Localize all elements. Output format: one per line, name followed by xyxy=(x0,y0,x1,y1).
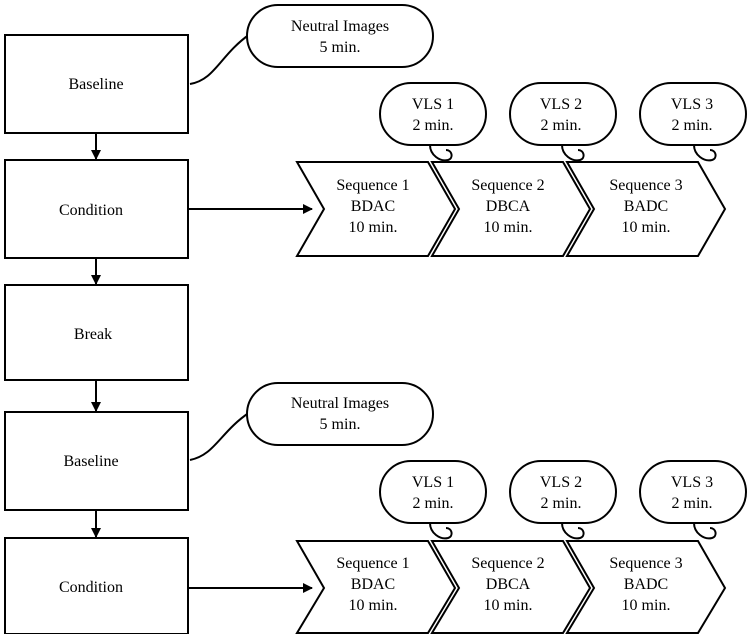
sequence-chevron-4: Sequence 1 BDAC 10 min. xyxy=(295,540,457,634)
bubble-tail xyxy=(561,144,585,162)
sequence-order: BADC xyxy=(624,198,668,215)
step-label: Baseline xyxy=(68,76,123,93)
vls-duration: 2 min. xyxy=(541,495,582,512)
vls-label: VLS 3 xyxy=(671,474,713,491)
vls-bubble-shape xyxy=(379,460,487,524)
vls-bubble-1: VLS 1 2 min. xyxy=(379,82,487,162)
step-condition-2: Condition xyxy=(4,537,189,634)
sequence-order: BDAC xyxy=(351,198,395,215)
step-box xyxy=(4,159,189,259)
sequence-order: BDAC xyxy=(351,576,395,593)
callout-bubble xyxy=(246,4,434,68)
step-condition-1: Condition xyxy=(4,159,189,259)
sequence-order: BADC xyxy=(624,576,668,593)
vls-duration: 2 min. xyxy=(672,117,713,134)
callout-connector xyxy=(189,33,251,85)
vls-bubble-2: VLS 2 2 min. xyxy=(509,82,617,162)
step-box xyxy=(4,284,189,381)
callout-line-1: Neutral Images xyxy=(291,395,389,412)
chevron-shape xyxy=(430,540,592,634)
vls-label: VLS 1 xyxy=(412,96,454,113)
sequence-chevron-6: Sequence 3 BADC 10 min. xyxy=(565,540,727,634)
callout-connector xyxy=(189,411,251,461)
callout-bubble xyxy=(246,382,434,446)
sequence-title: Sequence 1 xyxy=(336,177,409,194)
vls-duration: 2 min. xyxy=(413,117,454,134)
step-baseline-1: Baseline xyxy=(4,34,189,134)
sequence-title: Sequence 2 xyxy=(471,555,544,572)
callout-line-1: Neutral Images xyxy=(291,18,389,35)
vls-bubble-shape xyxy=(509,460,617,524)
vls-bubble-3: VLS 3 2 min. xyxy=(639,82,747,162)
sequence-duration: 10 min. xyxy=(349,597,398,614)
sequence-chevron-3: Sequence 3 BADC 10 min. xyxy=(565,161,727,257)
vls-duration: 2 min. xyxy=(541,117,582,134)
sequence-duration: 10 min. xyxy=(484,597,533,614)
callout-line-2: 5 min. xyxy=(320,39,361,56)
bubble-tail xyxy=(693,144,717,162)
bubble-tail xyxy=(429,522,453,540)
sequence-duration: 10 min. xyxy=(622,597,671,614)
sequence-order: DBCA xyxy=(486,576,531,593)
vls-duration: 2 min. xyxy=(413,495,454,512)
vls-label: VLS 3 xyxy=(671,96,713,113)
step-label: Condition xyxy=(59,202,123,219)
neutral-images-callout-2: Neutral Images 5 min. xyxy=(189,382,434,461)
sequence-duration: 10 min. xyxy=(349,219,398,236)
chevron-shape xyxy=(295,161,457,257)
step-box xyxy=(4,537,189,634)
sequence-chevron-1: Sequence 1 BDAC 10 min. xyxy=(295,161,457,257)
sequence-title: Sequence 3 xyxy=(609,177,682,194)
sequence-title: Sequence 2 xyxy=(471,177,544,194)
sequence-chevron-5: Sequence 2 DBCA 10 min. xyxy=(430,540,592,634)
step-baseline-2: Baseline xyxy=(4,411,189,511)
step-box xyxy=(4,411,189,511)
bubble-tail xyxy=(693,522,717,540)
vls-bubble-shape xyxy=(639,82,747,146)
step-label: Baseline xyxy=(63,453,118,470)
vls-bubble-shape xyxy=(639,460,747,524)
step-label: Break xyxy=(74,326,112,343)
sequence-duration: 10 min. xyxy=(484,219,533,236)
vls-label: VLS 2 xyxy=(540,96,582,113)
sequence-order: DBCA xyxy=(486,198,531,215)
step-label: Condition xyxy=(59,579,123,596)
chevron-shape xyxy=(565,161,727,257)
sequence-chevron-2: Sequence 2 DBCA 10 min. xyxy=(430,161,592,257)
sequence-title: Sequence 3 xyxy=(609,555,682,572)
bubble-tail xyxy=(561,522,585,540)
chevron-shape xyxy=(565,540,727,634)
sequence-title: Sequence 1 xyxy=(336,555,409,572)
vls-bubble-shape xyxy=(379,82,487,146)
bubble-tail xyxy=(429,144,453,162)
vls-bubble-5: VLS 2 2 min. xyxy=(509,460,617,540)
sequence-duration: 10 min. xyxy=(622,219,671,236)
step-box xyxy=(4,34,189,134)
callout-line-2: 5 min. xyxy=(320,416,361,433)
vls-label: VLS 2 xyxy=(540,474,582,491)
neutral-images-callout-1: Neutral Images 5 min. xyxy=(189,4,434,85)
vls-bubble-4: VLS 1 2 min. xyxy=(379,460,487,540)
vls-bubble-6: VLS 3 2 min. xyxy=(639,460,747,540)
chevron-shape xyxy=(295,540,457,634)
step-break: Break xyxy=(4,284,189,381)
vls-label: VLS 1 xyxy=(412,474,454,491)
vls-duration: 2 min. xyxy=(672,495,713,512)
chevron-shape xyxy=(430,161,592,257)
vls-bubble-shape xyxy=(509,82,617,146)
